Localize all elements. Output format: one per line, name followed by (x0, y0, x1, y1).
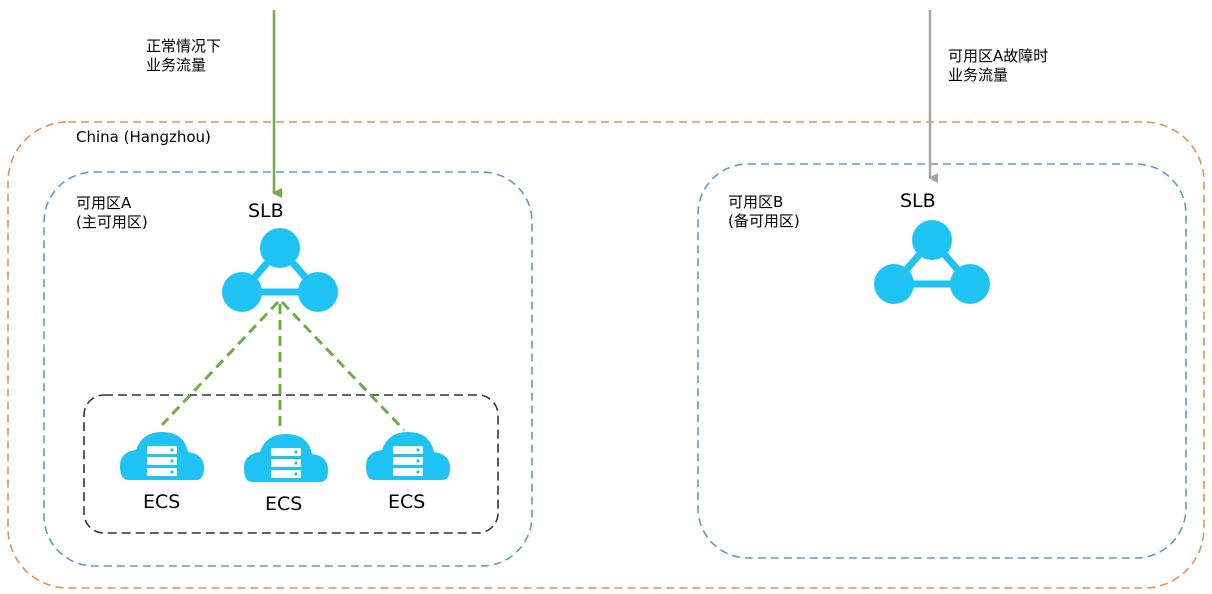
slb-ecs-link-1 (160, 300, 280, 427)
ecs-label-3: ECS (388, 491, 426, 513)
ecs-icon (366, 432, 450, 480)
zone-b-label: 可用区B (备可用区) (728, 193, 800, 230)
slb-icon (874, 220, 990, 304)
zone-b-slb-label: SLB (900, 190, 936, 212)
region-border (7, 121, 1205, 589)
ecs-group-border (83, 394, 499, 534)
failover-traffic-note: 可用区A故障时 业务流量 (948, 47, 1049, 84)
slb-icon (222, 228, 338, 312)
zone-a-border (43, 171, 533, 567)
ecs-icon (244, 434, 328, 482)
ecs-label-2: ECS (265, 493, 303, 515)
zone-a-label: 可用区A (主可用区) (76, 194, 148, 231)
zone-b-border (697, 163, 1187, 559)
normal-traffic-note: 正常情况下 业务流量 (146, 37, 222, 74)
ecs-icon (120, 432, 204, 480)
zone-a-slb-label: SLB (248, 200, 284, 222)
region-label: China (Hangzhou) (76, 128, 211, 146)
ecs-label-1: ECS (143, 491, 181, 513)
slb-ecs-link-3 (280, 300, 406, 432)
